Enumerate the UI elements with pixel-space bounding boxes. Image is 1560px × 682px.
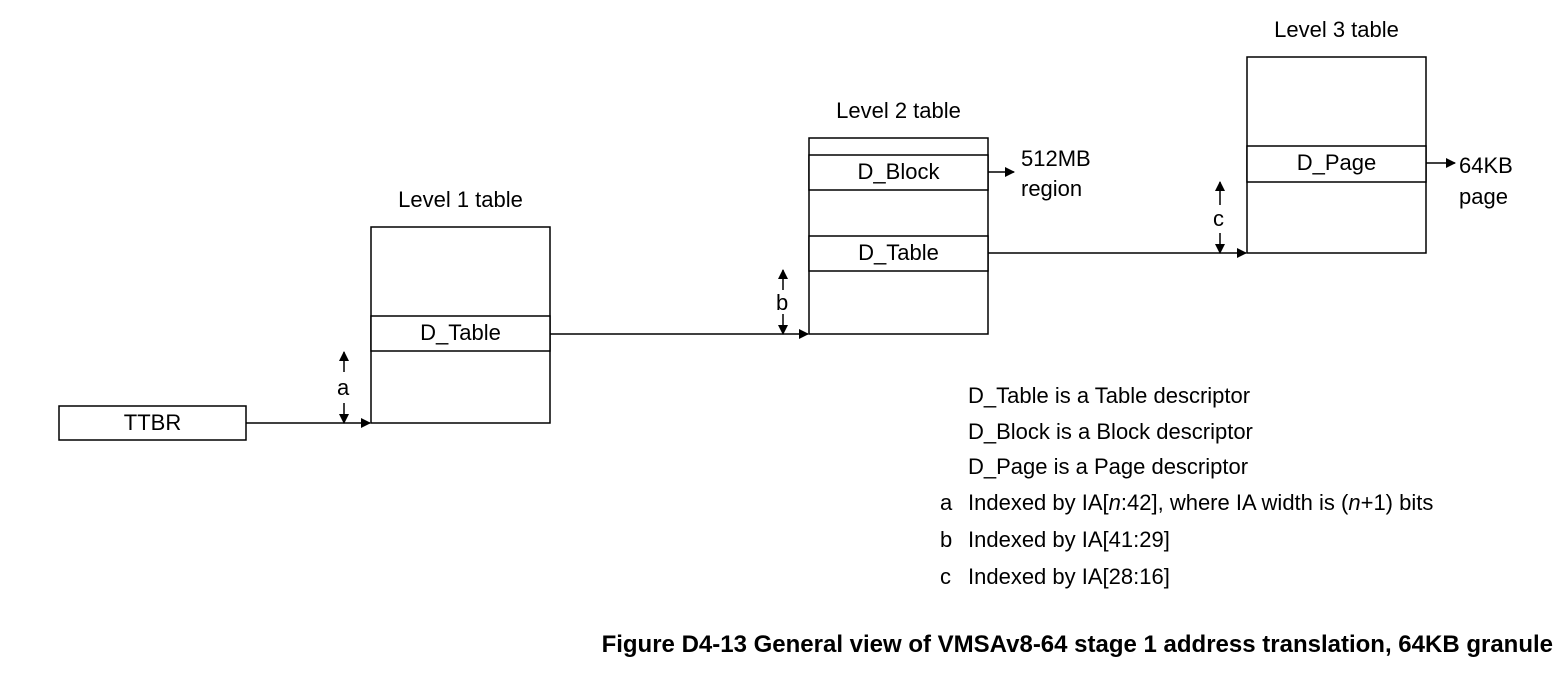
legend-key: c — [940, 564, 951, 589]
legend-text-italic2: n — [1348, 490, 1361, 515]
legend-item: D_Block is a Block descriptor — [940, 421, 1253, 443]
legend-item: b Indexed by IA[41:29] — [940, 529, 1170, 551]
offset-c-label: c — [1213, 206, 1224, 231]
level2-table-entry-label: D_Table — [858, 240, 939, 265]
figure-caption: Figure D4-13 General view of VMSAv8-64 s… — [601, 631, 1553, 658]
ttbr-label: TTBR — [123, 410, 182, 435]
legend-item: D_Page is a Page descriptor — [940, 456, 1248, 478]
legend-text: Indexed by IA[41:29] — [968, 527, 1170, 552]
legend-text-post: +1) bits — [1360, 490, 1434, 515]
legend-text: D_Page is a Page descriptor — [968, 454, 1249, 479]
legend-text: Indexed by IA[28:16] — [968, 564, 1170, 589]
level3-title: Level 3 table — [1274, 17, 1399, 42]
legend-item: c Indexed by IA[28:16] — [940, 566, 1170, 588]
page-target-line1: 64KB — [1459, 153, 1513, 178]
legend-text-italic: n — [1108, 490, 1121, 515]
legend-text-pre: Indexed by IA[ — [968, 490, 1109, 515]
level2-d-table-entry — [808, 235, 989, 272]
page-target-line2: page — [1459, 184, 1508, 209]
level1-entry-label: D_Table — [420, 320, 501, 345]
block-target-line1: 512MB — [1021, 146, 1091, 171]
legend-text-mid: :42], where IA width is ( — [1120, 490, 1349, 515]
level1-title: Level 1 table — [398, 187, 523, 212]
legend-text: D_Block is a Block descriptor — [968, 419, 1253, 444]
ttbr-box — [58, 405, 247, 441]
block-target-line2: region — [1021, 176, 1083, 201]
level2-title: Level 2 table — [836, 98, 961, 123]
level2-block-entry-label: D_Block — [857, 159, 940, 184]
level3-page-entry-label: D_Page — [1296, 150, 1377, 175]
level3-d-page-entry — [1246, 145, 1427, 183]
level1-d-table-entry — [370, 315, 551, 352]
legend-text: D_Table is a Table descriptor — [968, 383, 1251, 408]
legend-key: a — [940, 490, 953, 515]
legend-key: b — [940, 527, 953, 552]
offset-a-label: a — [337, 375, 350, 400]
legend-item: D_Table is a Table descriptor — [940, 385, 1250, 407]
offset-b-label: b — [776, 290, 789, 315]
